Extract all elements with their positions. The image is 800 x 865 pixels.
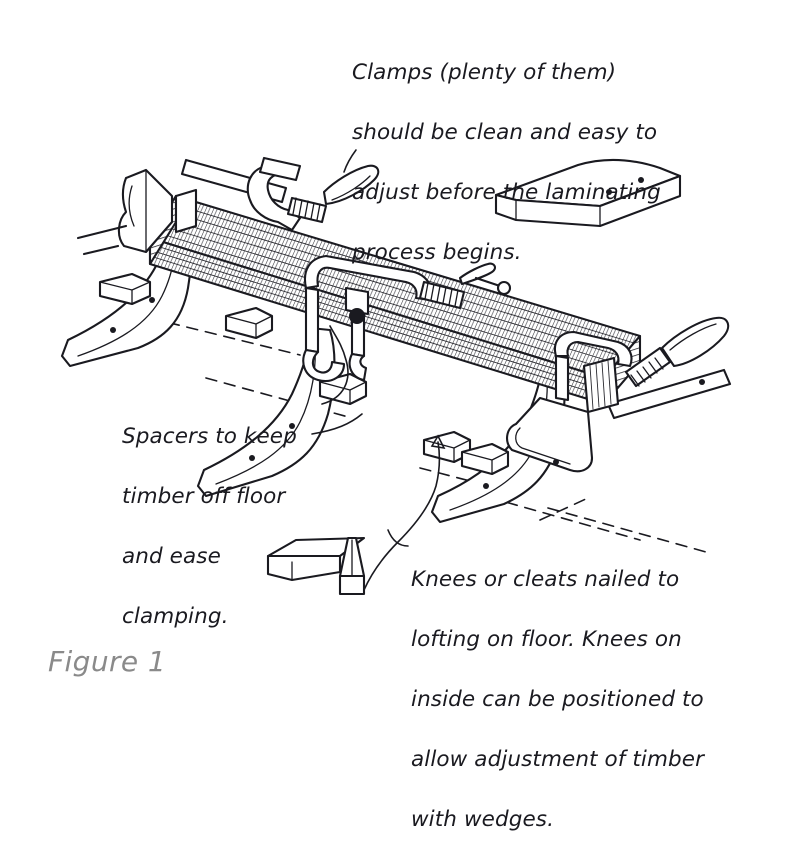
- leader-line-clamps: [343, 149, 357, 173]
- caption-spacers-line-4: clamping.: [122, 604, 229, 629]
- leader-line-knees: [363, 434, 589, 591]
- caption-knees-line-1: Knees or cleats nailed to: [411, 567, 680, 592]
- leader-line-spacers: [311, 325, 363, 435]
- caption-knees-line-2: lofting on floor. Knees on: [411, 627, 682, 652]
- figure-label: Figure 1: [48, 645, 167, 678]
- caption-clamps-line-1: Clamps (plenty of them): [352, 60, 617, 85]
- caption-spacers-line-1: Spacers to keep: [122, 424, 297, 449]
- caption-clamps: Clamps (plenty of them) should be clean …: [352, 28, 712, 298]
- g-clamp-front: [302, 254, 512, 383]
- caption-knees-line-3: inside can be positioned to: [411, 687, 704, 712]
- clamp-screw: [286, 196, 328, 224]
- wedge-plan: [338, 536, 366, 596]
- g-clamp-far: [554, 330, 633, 402]
- caption-clamps-line-3: adjust before the laminating: [352, 180, 661, 205]
- caption-knees-line-4: allow adjustment of timber: [411, 747, 705, 772]
- caption-clamps-line-4: process begins.: [352, 240, 522, 265]
- caption-knees-line-5: with wedges.: [411, 807, 555, 832]
- caption-spacers: Spacers to keep timber off floor and eas…: [122, 392, 332, 662]
- clamp-screw: [624, 346, 672, 388]
- caption-spacers-line-2: timber off floor: [122, 484, 286, 509]
- g-clamp-rear: [246, 156, 380, 232]
- caption-clamps-line-2: should be clean and easy to: [352, 120, 658, 145]
- loose-knee-block: [494, 158, 682, 228]
- sash-cramp-right: [506, 316, 732, 473]
- figure-container: .ink { fill:none; stroke:#1a1a20; stroke…: [48, 28, 732, 832]
- caption-knees: Knees or cleats nailed to lofting on flo…: [411, 535, 741, 865]
- caption-spacers-line-3: and ease: [122, 544, 221, 569]
- wedge-isometric: [266, 536, 366, 582]
- clamp-screw: [418, 280, 466, 310]
- laminating-jig-illustration: .ink { fill:none; stroke:#1a1a20; stroke…: [60, 149, 732, 596]
